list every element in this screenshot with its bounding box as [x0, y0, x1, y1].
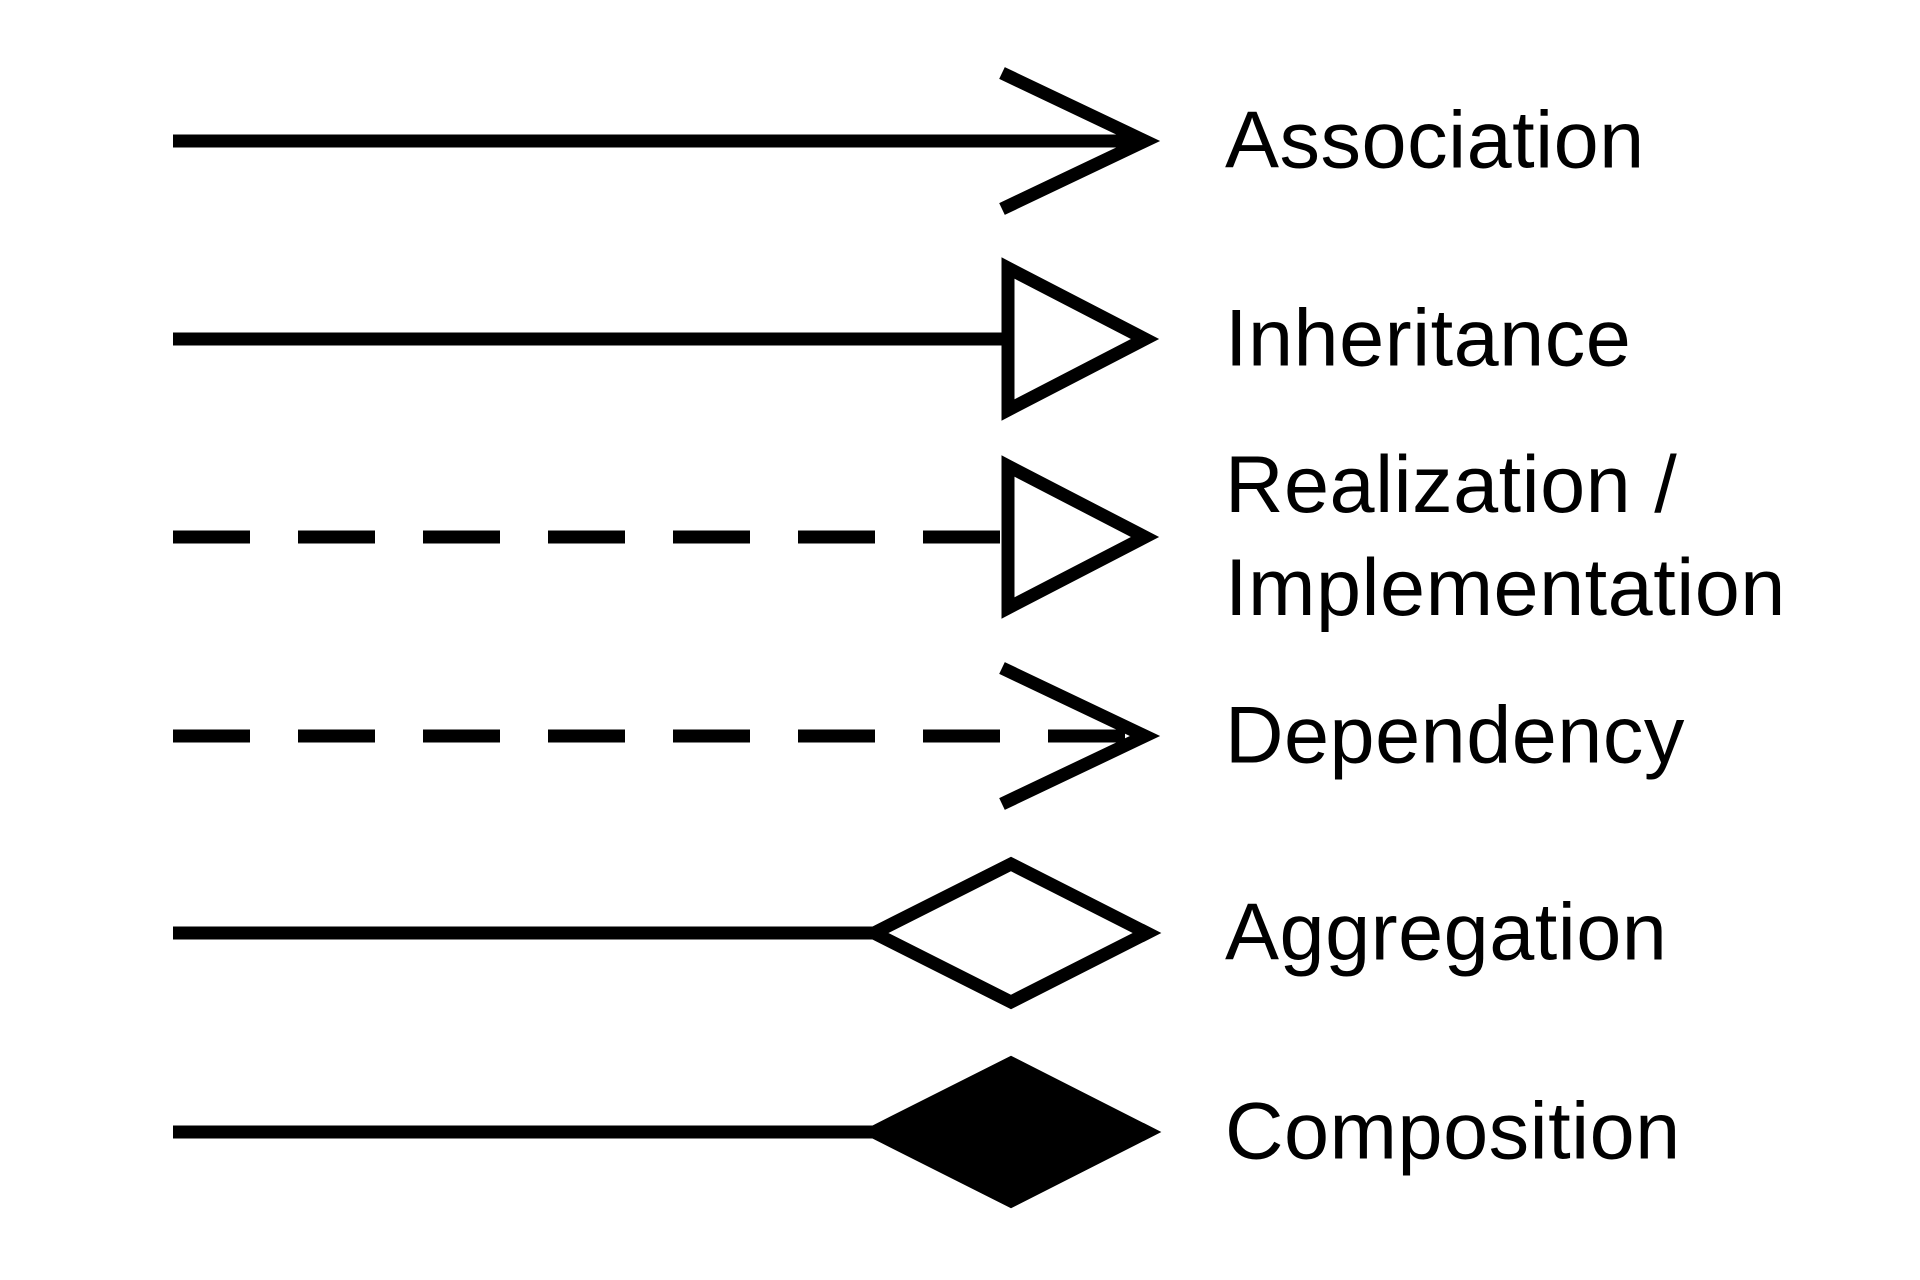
legend-label-inheritance: Inheritance	[1225, 293, 1632, 384]
dependency-open-arrow-symbol	[173, 662, 1161, 810]
legend-label-association: Association	[1225, 95, 1645, 186]
legend-label-aggregation: Aggregation	[1225, 887, 1668, 978]
association-open-arrow-symbol	[173, 67, 1161, 215]
inheritance-hollow-triangle-symbol	[173, 257, 1160, 421]
legend-label-realization-implementation: Realization / Implementation	[1225, 440, 1786, 633]
composition-filled-diamond-symbol	[173, 1055, 1162, 1209]
legend-label-composition: Composition	[1225, 1086, 1681, 1177]
aggregation-hollow-diamond-symbol	[173, 856, 1162, 1010]
legend-label-dependency: Dependency	[1225, 690, 1685, 781]
realization-hollow-triangle-symbol	[173, 455, 1160, 619]
